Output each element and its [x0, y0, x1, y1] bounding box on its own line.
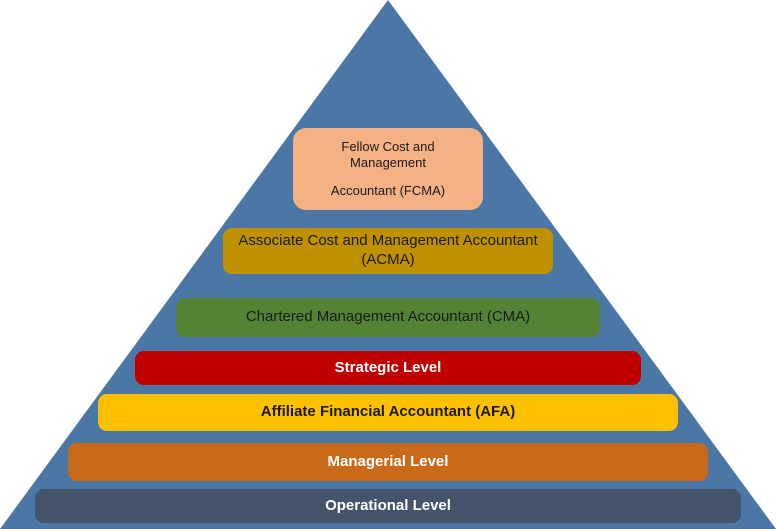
level-cma: Chartered Management Accountant (CMA) [176, 298, 600, 337]
level-strategic-label: Strategic Level [334, 358, 442, 376]
level-acma-label: Associate Cost and Management Accountant… [238, 232, 538, 268]
level-strategic: Strategic Level [135, 351, 641, 385]
level-acma: Associate Cost and Management Accountant… [223, 228, 553, 274]
level-fcma-label-line2: Accountant (FCMA) [330, 182, 446, 198]
level-operational: Operational Level [35, 489, 741, 523]
level-managerial: Managerial Level [68, 443, 708, 481]
level-fcma-label-line1: Fellow Cost and Management [341, 139, 435, 171]
level-afa-label: Affiliate Financial Accountant (AFA) [260, 403, 516, 421]
level-operational-label: Operational Level [325, 496, 451, 514]
level-afa: Affiliate Financial Accountant (AFA) [98, 394, 678, 431]
level-cma-label: Chartered Management Accountant (CMA) [245, 308, 531, 326]
level-fcma: Fellow Cost and Management Accountant (F… [293, 128, 483, 210]
level-managerial-label: Managerial Level [327, 452, 449, 470]
